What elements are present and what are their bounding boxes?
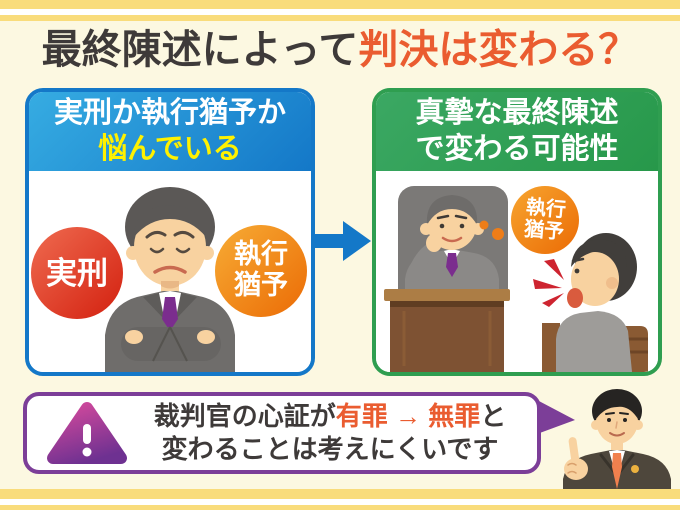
after-panel-body: 執行 猶予: [376, 171, 658, 372]
top-border-stripe-3: [0, 15, 680, 21]
bottom-border-stripe-1: [0, 489, 680, 499]
before-panel-body: 実刑 執行 猶予: [29, 171, 311, 372]
lawyer-illustration: [563, 389, 671, 490]
bottom-border-stripe-2: [0, 499, 680, 505]
suspended-circle-label-1: 執行: [234, 238, 288, 269]
pointing-hand: [564, 437, 588, 480]
prison-circle: 実刑: [31, 227, 123, 319]
before-panel: 実刑か執行猶予か 悩んでいる 実刑 執行 猶予: [25, 88, 315, 376]
bottom-border-stripe-3: [0, 505, 680, 510]
speech-tail-icon: [537, 400, 575, 434]
top-border-stripe-1: [0, 0, 680, 9]
after-heading-line1: 真摯な最終陳述: [415, 97, 619, 129]
defendant-illustration: [533, 233, 648, 372]
warning-line1-suffix: と: [480, 401, 507, 431]
speech-emphasis-marks: [533, 259, 564, 307]
after-panel-header: 真摯な最終陳述 で変わる可能性: [376, 92, 658, 171]
warning-line1-accent: 有罪 → 無罪: [335, 401, 481, 431]
bubble-label-2: 猶予: [522, 216, 565, 243]
suspended-circle-label-2: 猶予: [233, 269, 288, 300]
top-border-stripe-2: [0, 9, 680, 15]
thought-bubble: 執行 猶予: [479, 186, 579, 254]
worried-man: [105, 187, 235, 372]
courtroom-illustration: 執行 猶予: [384, 186, 648, 372]
bubble-label-1: 執行: [525, 194, 567, 221]
arrow-right-icon: [311, 221, 371, 261]
warning-line2: 変わることは考えにくいです: [161, 434, 499, 464]
judge-illustration: [398, 186, 508, 306]
warning-line1: 裁判官の心証が有罪 → 無罪と: [129, 400, 531, 433]
worried-man-illustration: 実刑 執行 猶予: [31, 187, 307, 372]
title-accent: 判決は変わる？: [358, 28, 639, 72]
prison-circle-label: 実刑: [46, 256, 108, 291]
title-prefix: 最終陳述によって: [41, 28, 359, 72]
before-heading-line1: 実刑か執行猶予か: [53, 97, 286, 129]
before-heading-line2: 悩んでいる: [98, 133, 242, 165]
after-heading-line2: で変わる可能性: [415, 133, 619, 165]
judge-bench: [384, 289, 510, 372]
suspended-sentence-circle: 執行 猶予: [215, 225, 307, 317]
before-panel-header: 実刑か執行猶予か 悩んでいる: [29, 92, 311, 171]
warning-text: 裁判官の心証が有罪 → 無罪と 変わることは考えにくいです: [129, 400, 537, 466]
after-panel: 真摯な最終陳述 で変わる可能性: [372, 88, 662, 376]
warning-line1-prefix: 裁判官の心証が: [153, 401, 336, 431]
page-title: 最終陳述によって判決は変わる？: [0, 26, 680, 74]
warning-box: 裁判官の心証が有罪 → 無罪と 変わることは考えにくいです: [23, 392, 541, 474]
warning-icon: [47, 402, 127, 464]
